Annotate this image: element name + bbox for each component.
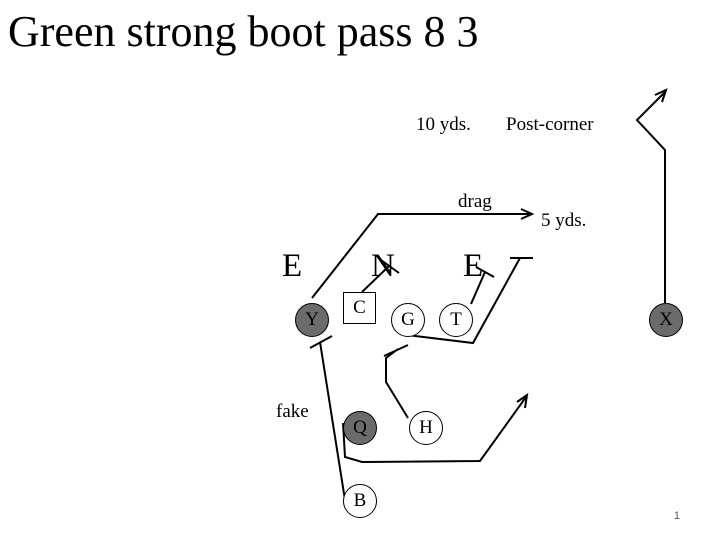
x-route-type-label: Post-corner: [506, 114, 594, 135]
t-block-tip: [475, 266, 495, 278]
player-g: G: [391, 303, 425, 337]
h-route: [385, 348, 409, 419]
q-boot-route: [342, 396, 527, 464]
x-route: [635, 91, 666, 303]
player-center: C: [343, 292, 376, 324]
player-x: X: [649, 303, 683, 337]
y-route-label: drag: [458, 191, 492, 212]
q-boot-arrowhead: [516, 392, 529, 409]
defender-nose: N: [371, 248, 395, 284]
c-block: [361, 265, 390, 293]
player-t: T: [439, 303, 473, 337]
b-fake-route: [319, 341, 346, 501]
y-depth-label: 5 yds.: [541, 210, 587, 231]
defender-end-right: E: [463, 248, 484, 284]
player-q: Q: [343, 411, 377, 445]
b-fake-tip: [309, 335, 333, 349]
fake-label: fake: [276, 401, 309, 422]
x-route-depth-label: 10 yds.: [416, 114, 471, 135]
y-drag-route: [311, 213, 530, 299]
player-y: Y: [295, 303, 329, 337]
g-pull-route: [406, 257, 521, 345]
c-block-tip: [380, 259, 400, 274]
t-block: [470, 271, 486, 305]
h-route-tip: [383, 344, 409, 357]
play-title: Green strong boot pass 8 3: [8, 7, 479, 56]
player-b: B: [343, 484, 377, 518]
page-number: 1: [673, 510, 680, 522]
defender-end-left: E: [282, 248, 303, 284]
player-h: H: [409, 411, 443, 445]
x-route-arrowhead: [654, 88, 668, 103]
y-drag-arrowhead: [520, 208, 535, 220]
